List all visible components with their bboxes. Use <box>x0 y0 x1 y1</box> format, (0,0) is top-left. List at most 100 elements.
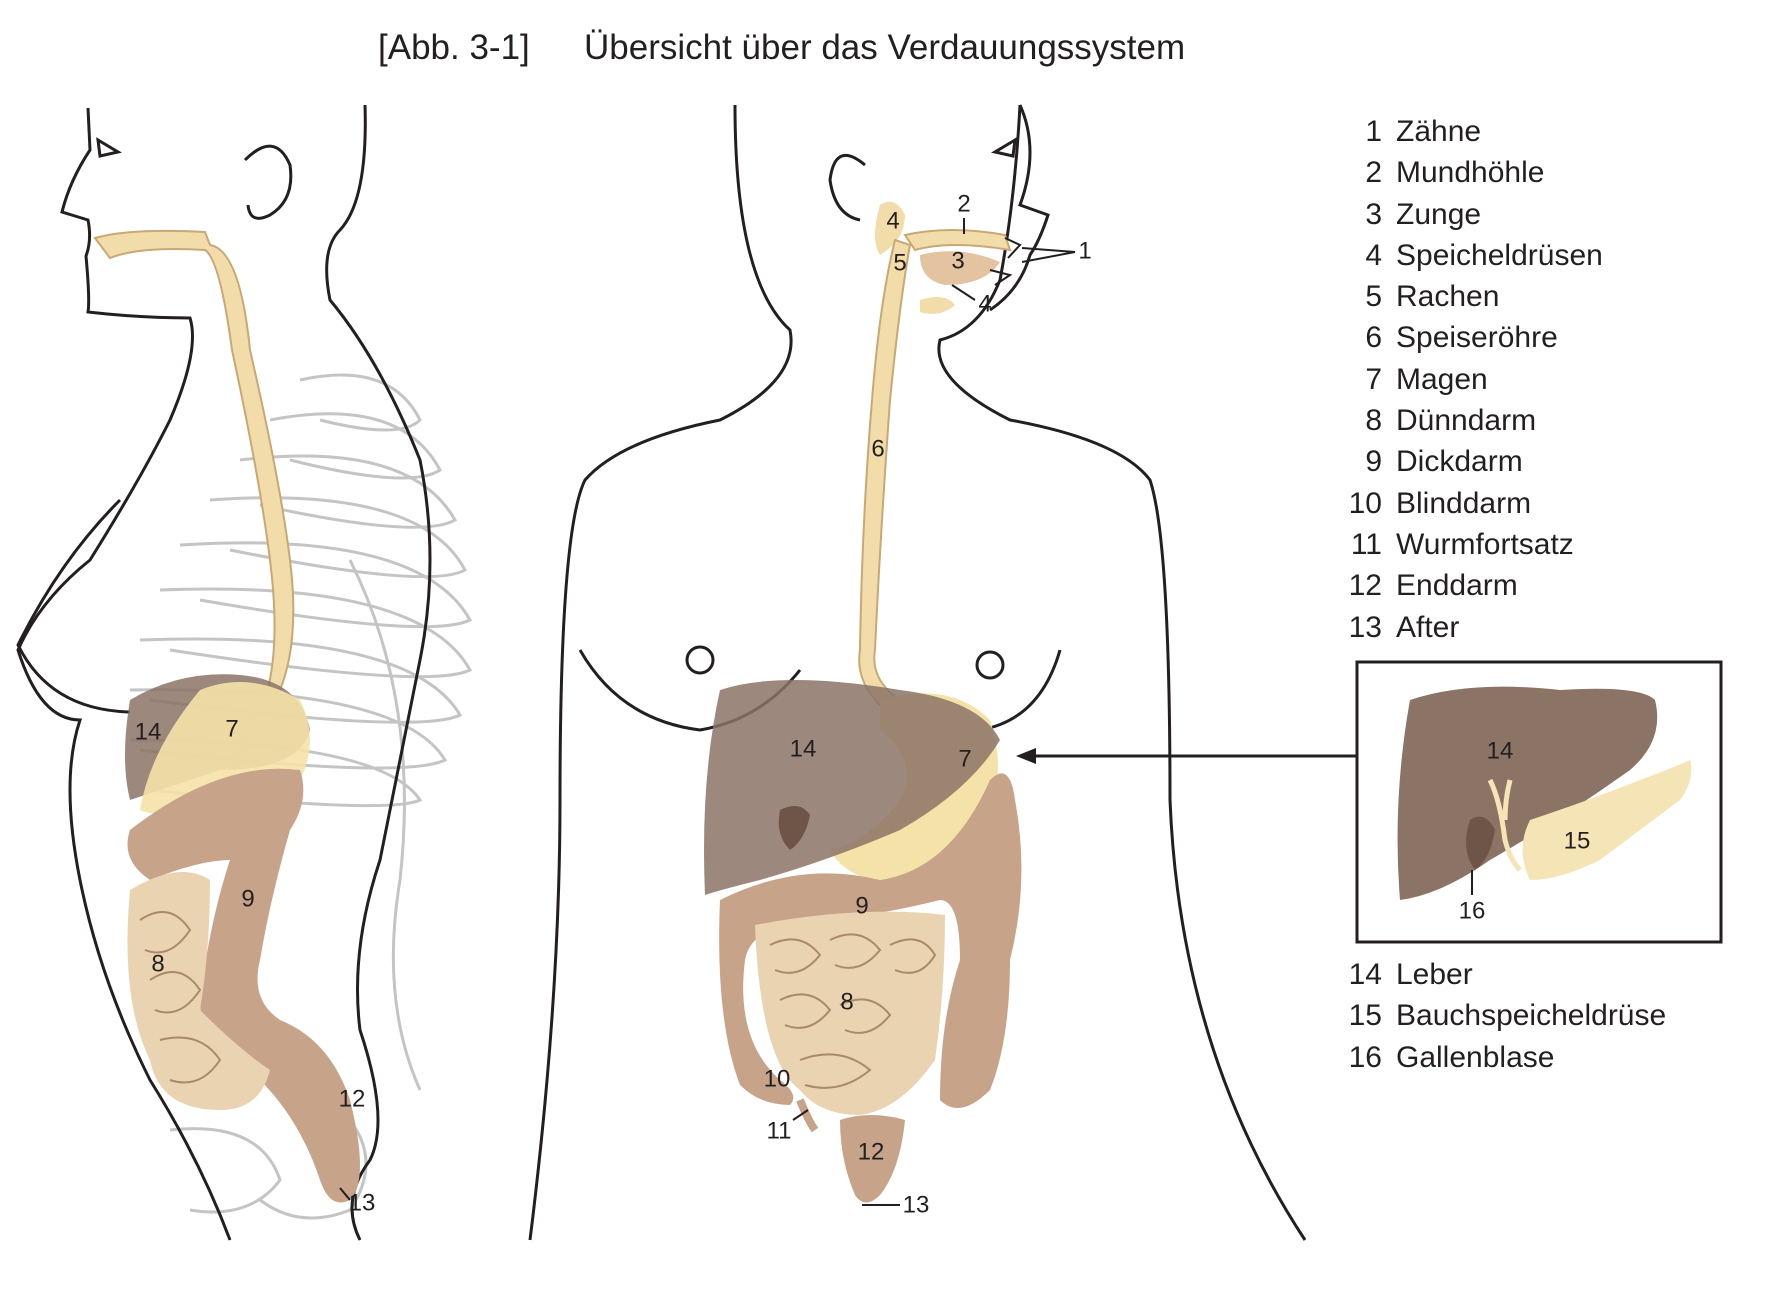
legend-text: Dickdarm <box>1396 445 1523 479</box>
legend-item: 1 Zähne <box>1340 111 1603 152</box>
legend-number: 13 <box>1348 610 1382 644</box>
legend-text: Leber <box>1396 958 1473 991</box>
front-label-9: 9 <box>855 892 868 919</box>
legend-text: Rachen <box>1396 280 1500 314</box>
legend-item: 14 Leber <box>1340 954 1666 995</box>
legend-item: 16 Gallenblase <box>1340 1037 1666 1078</box>
legend-text: Dünndarm <box>1396 404 1537 438</box>
front-gallbladder <box>778 806 810 850</box>
side-label-14: 14 <box>135 718 162 745</box>
front-teeth <box>989 237 1022 286</box>
side-eye <box>96 137 122 158</box>
legend-item: 5 Rachen <box>1340 276 1603 317</box>
legend-item: 2 Mundhöhle <box>1340 152 1603 193</box>
front-oral-cavity <box>903 229 1012 252</box>
legend-item: 8 Dünndarm <box>1340 400 1603 441</box>
legend-number: 1 <box>1365 115 1382 148</box>
figure-number: [Abb. 3-1] <box>378 28 530 67</box>
front-esophagus <box>858 238 912 707</box>
side-label-8: 8 <box>151 950 164 977</box>
legend-text: Speicheldrüsen <box>1396 238 1603 272</box>
legend-item: 7 Magen <box>1340 359 1603 400</box>
side-leader-13 <box>339 1187 351 1201</box>
legend-text: After <box>1396 610 1460 644</box>
side-label-13: 13 <box>349 1189 376 1216</box>
legend-number: 2 <box>1365 156 1382 190</box>
front-large-intestine <box>719 773 1022 1108</box>
legend-item: 6 Speiseröhre <box>1340 317 1603 358</box>
legend-number: 8 <box>1365 404 1382 438</box>
front-label-7: 7 <box>958 745 971 772</box>
side-ear <box>243 144 293 220</box>
legend-text: Gallenblase <box>1396 1040 1555 1074</box>
front-label-8: 8 <box>840 988 853 1015</box>
front-leader-11 <box>792 1109 809 1121</box>
legend-number: 16 <box>1348 1040 1382 1074</box>
front-small-intestine <box>755 911 945 1115</box>
side-esophagus <box>93 229 295 692</box>
side-label-9: 9 <box>241 885 254 912</box>
side-breast <box>16 498 131 714</box>
front-view-figure: 4 2 3 5 4 1 6 7 14 9 8 10 11 12 13 <box>528 104 1307 1241</box>
front-label-1: 1 <box>1078 237 1091 264</box>
legend-text: Speiseröhre <box>1396 321 1558 355</box>
inset-label-15: 15 <box>1564 827 1591 854</box>
legend-item: 9 Dickdarm <box>1340 441 1603 482</box>
inset-label-16: 16 <box>1459 897 1486 924</box>
legend-text: Bauchspeicheldrüse <box>1396 999 1667 1033</box>
legend-number: 5 <box>1365 280 1382 314</box>
front-label-4b: 4 <box>978 290 991 317</box>
legend-item: 10 Blinddarm <box>1340 483 1603 524</box>
legend-number: 6 <box>1365 321 1382 355</box>
front-label-13: 13 <box>903 1191 930 1218</box>
inset-bile-duct <box>1487 778 1522 872</box>
front-leader-1b <box>1021 251 1076 263</box>
legend-number: 14 <box>1348 958 1382 991</box>
legend-number: 10 <box>1348 486 1382 520</box>
legend-number: 7 <box>1365 362 1382 396</box>
front-liver <box>704 680 1000 895</box>
front-right-nipple <box>975 650 1005 680</box>
legend-number: 12 <box>1348 569 1382 603</box>
front-label-5: 5 <box>893 249 906 276</box>
figure-title: Übersicht über das Verdauungssystem <box>584 28 1186 67</box>
front-label-3: 3 <box>951 247 964 274</box>
side-label-12: 12 <box>339 1085 366 1112</box>
front-label-11: 11 <box>767 1117 792 1144</box>
side-body-outline <box>16 107 232 1241</box>
legend-item: 3 Zunge <box>1340 194 1603 235</box>
front-rectum <box>840 1115 905 1203</box>
legend-number: 11 <box>1350 527 1382 561</box>
front-intestine-coils <box>769 933 937 1089</box>
legend-item: 11 Wurmfortsatz <box>1340 524 1603 565</box>
legend-text: Zähne <box>1396 115 1482 148</box>
front-left-nipple <box>685 645 715 675</box>
inset-label-14: 14 <box>1487 737 1514 764</box>
legend-number: 3 <box>1365 197 1382 231</box>
legend-text: Blinddarm <box>1396 486 1532 520</box>
legend-item: 13 After <box>1340 607 1603 648</box>
legend-text: Zunge <box>1396 197 1482 231</box>
front-body-outline-right <box>937 104 1307 1241</box>
front-label-12: 12 <box>858 1138 885 1165</box>
inset-pointer-arrowhead <box>1016 748 1036 764</box>
legend-text: Wurmfortsatz <box>1396 527 1574 561</box>
legend-number: 9 <box>1365 445 1382 479</box>
front-ear <box>828 154 866 222</box>
inset-pancreas <box>1522 760 1692 880</box>
legend-text: Enddarm <box>1396 569 1518 603</box>
front-leader-1a <box>1021 247 1076 253</box>
side-intestine-coils <box>139 911 222 1084</box>
side-view-figure: 14 7 9 8 12 13 <box>16 104 473 1241</box>
legend-text: Mundhöhle <box>1396 156 1545 190</box>
front-tongue <box>920 251 1000 285</box>
front-label-2: 2 <box>957 190 970 217</box>
front-salivary-gland-upper <box>875 201 905 255</box>
legend-text: Magen <box>1396 362 1488 396</box>
front-label-10: 10 <box>764 1065 791 1092</box>
